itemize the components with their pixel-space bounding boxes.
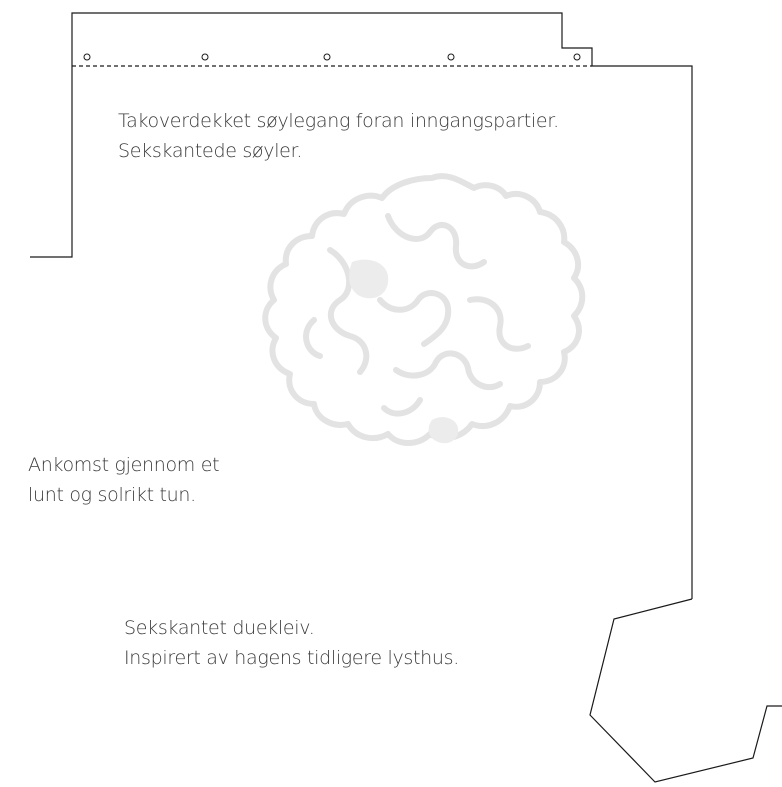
arrival-note: Ankomst gjennom et lunt og solrikt tun. bbox=[28, 450, 220, 510]
dovecote-note-line2: Inspirert av hagens tidligere lysthus. bbox=[124, 647, 460, 669]
colonnade-note-line1: Takoverdekket søylegang foran inngangspa… bbox=[118, 110, 559, 132]
column-marker-icon bbox=[323, 53, 331, 61]
colonnade-note-line2: Sekskantede søyler. bbox=[118, 140, 303, 162]
dovecote-note: Sekskantet duekleiv. Inspirert av hagens… bbox=[124, 613, 459, 673]
building-outline bbox=[30, 12, 693, 599]
dovecote-note-line1: Sekskantet duekleiv. bbox=[124, 617, 315, 639]
tree-canopy-watermark-icon bbox=[262, 173, 586, 446]
dovecote-hexagon bbox=[589, 598, 782, 783]
colonnade-note: Takoverdekket søylegang foran inngangspa… bbox=[118, 106, 559, 166]
arrival-note-line1: Ankomst gjennom et bbox=[28, 454, 220, 476]
column-marker-icon bbox=[573, 53, 581, 61]
column-marker-icon bbox=[83, 53, 91, 61]
column-markers bbox=[83, 53, 581, 61]
column-marker-icon bbox=[201, 53, 209, 61]
column-marker-icon bbox=[447, 53, 455, 61]
tree-canopy-shadow bbox=[349, 259, 459, 444]
arrival-note-line2: lunt og solrikt tun. bbox=[28, 484, 196, 506]
